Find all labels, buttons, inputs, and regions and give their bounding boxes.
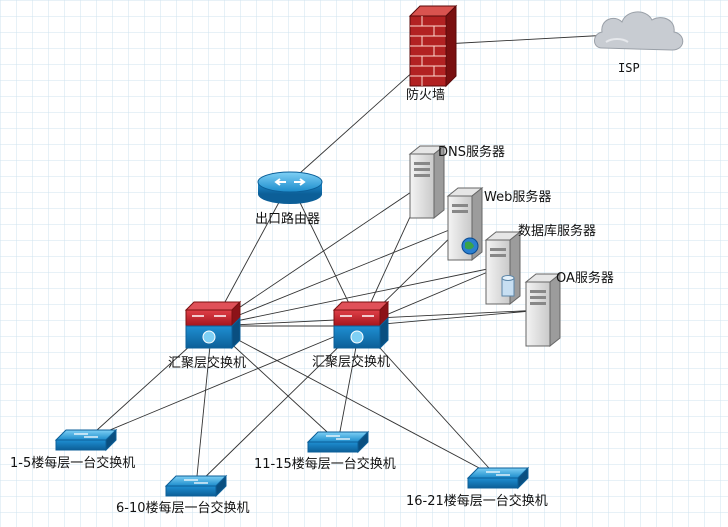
firewall-label: 防火墙 xyxy=(406,88,446,103)
web-server-icon[interactable] xyxy=(446,186,484,262)
core-switch-icon[interactable] xyxy=(184,300,242,350)
core-switch-icon[interactable] xyxy=(332,300,390,350)
agg-switch-1-label: 汇聚层交换机 xyxy=(168,356,247,371)
database-server-icon[interactable] xyxy=(484,230,522,306)
db-server-label: 数据库服务器 xyxy=(518,224,597,239)
link-agg_switch_2-oa_server xyxy=(359,309,543,327)
link-agg_switch_1-access_6_10 xyxy=(195,325,213,487)
link-agg_switch_2-access_1_5 xyxy=(85,325,361,441)
switch-icon[interactable] xyxy=(306,430,370,454)
router-label: 出口路由器 xyxy=(255,212,321,227)
link-agg_switch_1-dns_server xyxy=(211,181,427,327)
isp-label: ISP xyxy=(618,61,640,75)
link-agg_switch_1-web_server xyxy=(211,223,465,327)
dns-server-label: DNS服务器 xyxy=(438,145,505,160)
cloud-icon[interactable] xyxy=(594,11,684,51)
oa-server-label: OA服务器 xyxy=(556,271,614,286)
switch-icon[interactable] xyxy=(466,466,530,490)
router-icon[interactable] xyxy=(257,171,323,204)
switch-icon[interactable] xyxy=(164,474,228,498)
web-server-label: Web服务器 xyxy=(484,190,552,205)
switch-icon[interactable] xyxy=(54,428,118,452)
access-11-15-label: 11-15楼每层一台交换机 xyxy=(254,457,396,472)
access-1-5-label: 1-5楼每层一台交换机 xyxy=(10,456,136,471)
server-icon[interactable] xyxy=(408,144,446,220)
link-agg_switch_1-db_server xyxy=(211,265,503,327)
link-agg_switch_2-access_16_21 xyxy=(359,325,499,479)
access-6-10-label: 6-10楼每层一台交换机 xyxy=(116,501,250,516)
firewall-icon[interactable] xyxy=(408,4,458,88)
link-agg_switch_1-access_16_21 xyxy=(211,325,499,479)
server-icon[interactable] xyxy=(524,272,562,348)
access-16-21-label: 16-21楼每层一台交换机 xyxy=(406,494,548,509)
agg-switch-2-label: 汇聚层交换机 xyxy=(312,355,391,370)
link-agg_switch_2-access_6_10 xyxy=(195,325,361,487)
